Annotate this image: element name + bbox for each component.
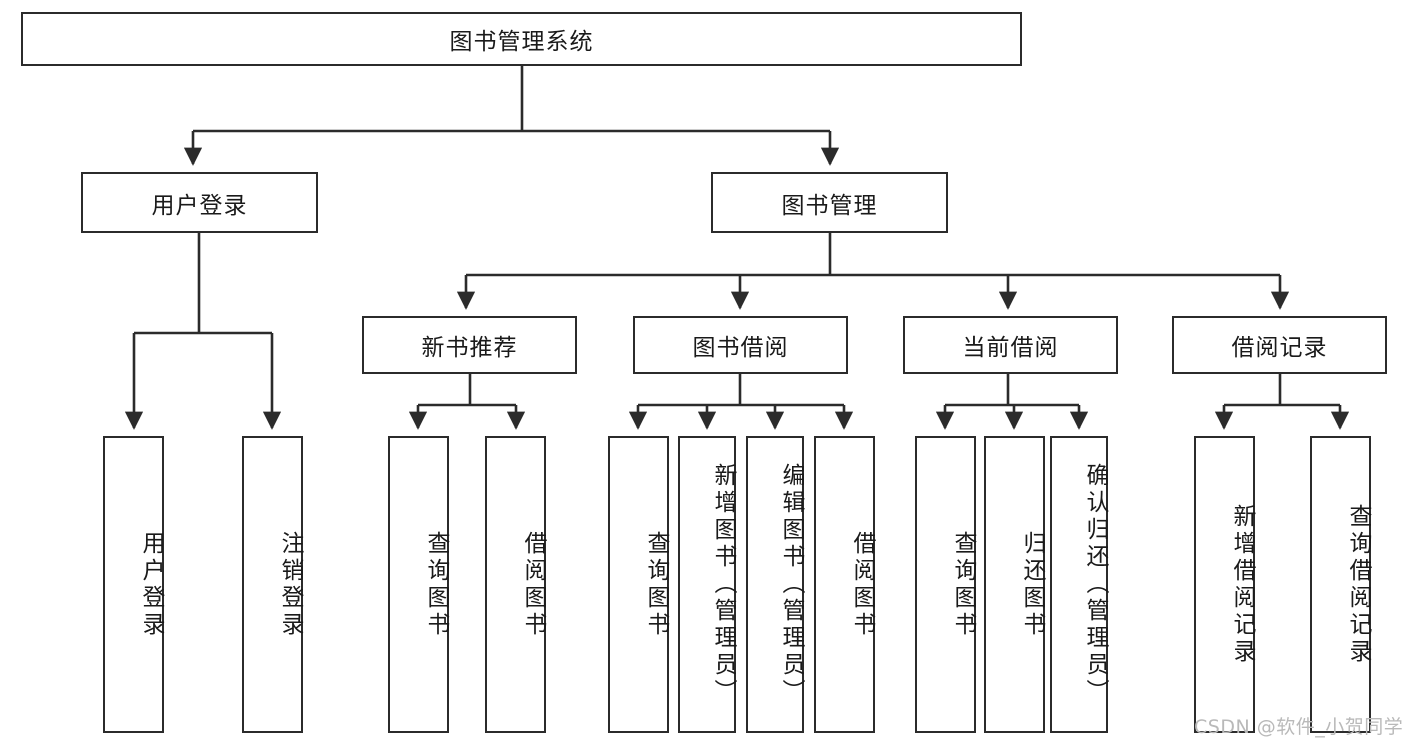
node-leaf-borrow-book-1[interactable]: 借阅图书 (485, 436, 546, 733)
node-leaf-logout-label: 注销登录 (277, 530, 303, 639)
node-leaf-borrow-book-2[interactable]: 借阅图书 (814, 436, 875, 733)
node-leaf-edit-book-label: 编辑图书（管理员） (778, 463, 804, 706)
node-borrow-record[interactable]: 借阅记录 (1172, 316, 1387, 374)
node-leaf-query-book-1[interactable]: 查询图书 (388, 436, 449, 733)
node-book-borrow[interactable]: 图书借阅 (633, 316, 848, 374)
node-book-management-label: 图书管理 (781, 192, 878, 219)
node-book-borrow-label: 图书借阅 (692, 335, 789, 361)
node-leaf-add-record[interactable]: 新增借阅记录 (1194, 436, 1255, 733)
node-leaf-confirm-return-label: 确认归还（管理员） (1082, 463, 1108, 706)
node-book-management[interactable]: 图书管理 (711, 172, 948, 233)
node-leaf-return-book[interactable]: 归还图书 (984, 436, 1045, 733)
csdn-watermark: CSDN @软件_小贺同学 (1194, 716, 1404, 738)
node-leaf-query-book-3[interactable]: 查询图书 (915, 436, 976, 733)
node-leaf-query-record-label: 查询借阅记录 (1345, 503, 1371, 666)
node-leaf-logout[interactable]: 注销登录 (242, 436, 303, 733)
node-leaf-query-book-2-label: 查询图书 (643, 530, 669, 639)
node-user-login-label: 用户登录 (151, 192, 248, 219)
node-leaf-return-book-label: 归还图书 (1019, 530, 1045, 639)
node-user-login[interactable]: 用户登录 (81, 172, 318, 233)
node-leaf-borrow-book-1-label: 借阅图书 (520, 530, 546, 639)
node-current-borrow-label: 当前借阅 (962, 335, 1059, 361)
node-leaf-query-book-2[interactable]: 查询图书 (608, 436, 669, 733)
node-leaf-borrow-book-2-label: 借阅图书 (849, 530, 875, 639)
node-leaf-query-record[interactable]: 查询借阅记录 (1310, 436, 1371, 733)
node-leaf-add-record-label: 新增借阅记录 (1229, 503, 1255, 666)
node-leaf-user-login-label: 用户登录 (138, 530, 164, 639)
node-leaf-edit-book[interactable]: 编辑图书（管理员） (746, 436, 804, 733)
node-leaf-query-book-1-label: 查询图书 (423, 530, 449, 639)
node-leaf-confirm-return[interactable]: 确认归还（管理员） (1050, 436, 1108, 733)
node-leaf-query-book-3-label: 查询图书 (950, 530, 976, 639)
node-leaf-add-book[interactable]: 新增图书（管理员） (678, 436, 736, 733)
node-borrow-record-label: 借阅记录 (1231, 335, 1328, 361)
node-leaf-user-login[interactable]: 用户登录 (103, 436, 164, 733)
node-new-book-recommend-label: 新书推荐 (421, 335, 518, 361)
node-current-borrow[interactable]: 当前借阅 (903, 316, 1118, 374)
node-new-book-recommend[interactable]: 新书推荐 (362, 316, 577, 374)
node-root-label: 图书管理系统 (449, 29, 594, 55)
node-root[interactable]: 图书管理系统 (21, 12, 1022, 66)
node-leaf-add-book-label: 新增图书（管理员） (710, 463, 736, 706)
